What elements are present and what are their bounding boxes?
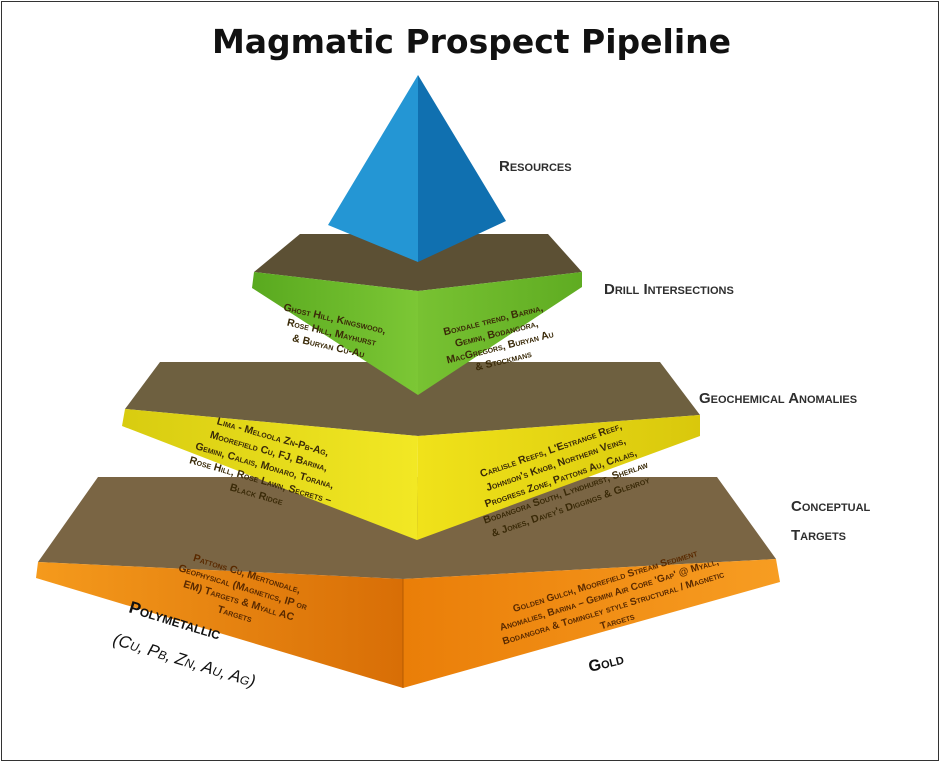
geochem-left-face [122, 409, 418, 540]
diagram-title: Magmatic Prospect Pipeline [211, 22, 732, 61]
drill-left-text: Ghost Hill, Kingswood,Rose Hill, Mayhurs… [276, 301, 387, 364]
tier-resources [328, 75, 506, 262]
geochem-ledge [125, 362, 700, 436]
tier-conceptual [36, 477, 780, 688]
label-drill: Drill Intersections [604, 281, 734, 298]
tier-geochem [122, 362, 700, 540]
label-resources: Resources [499, 158, 572, 175]
drill-ledge [254, 234, 582, 291]
conceptual-left-face [36, 562, 403, 688]
label-gold: Gold [587, 651, 626, 676]
conceptual-right-face [403, 559, 780, 688]
label-polymetallic-elements: (Cu, Pb, Zn, Au, Ag) [111, 630, 258, 691]
label-geochem: Geochemical Anomalies [699, 390, 857, 407]
drill-right-face [418, 272, 582, 395]
drill-left-face [252, 272, 418, 395]
resources-right-face [418, 75, 506, 262]
resources-left-face [328, 75, 418, 262]
label-conceptual-2: Targets [791, 527, 846, 544]
tier-drill [252, 234, 582, 395]
label-conceptual-1: Conceptual [791, 498, 871, 515]
geochem-right-face [417, 415, 700, 540]
